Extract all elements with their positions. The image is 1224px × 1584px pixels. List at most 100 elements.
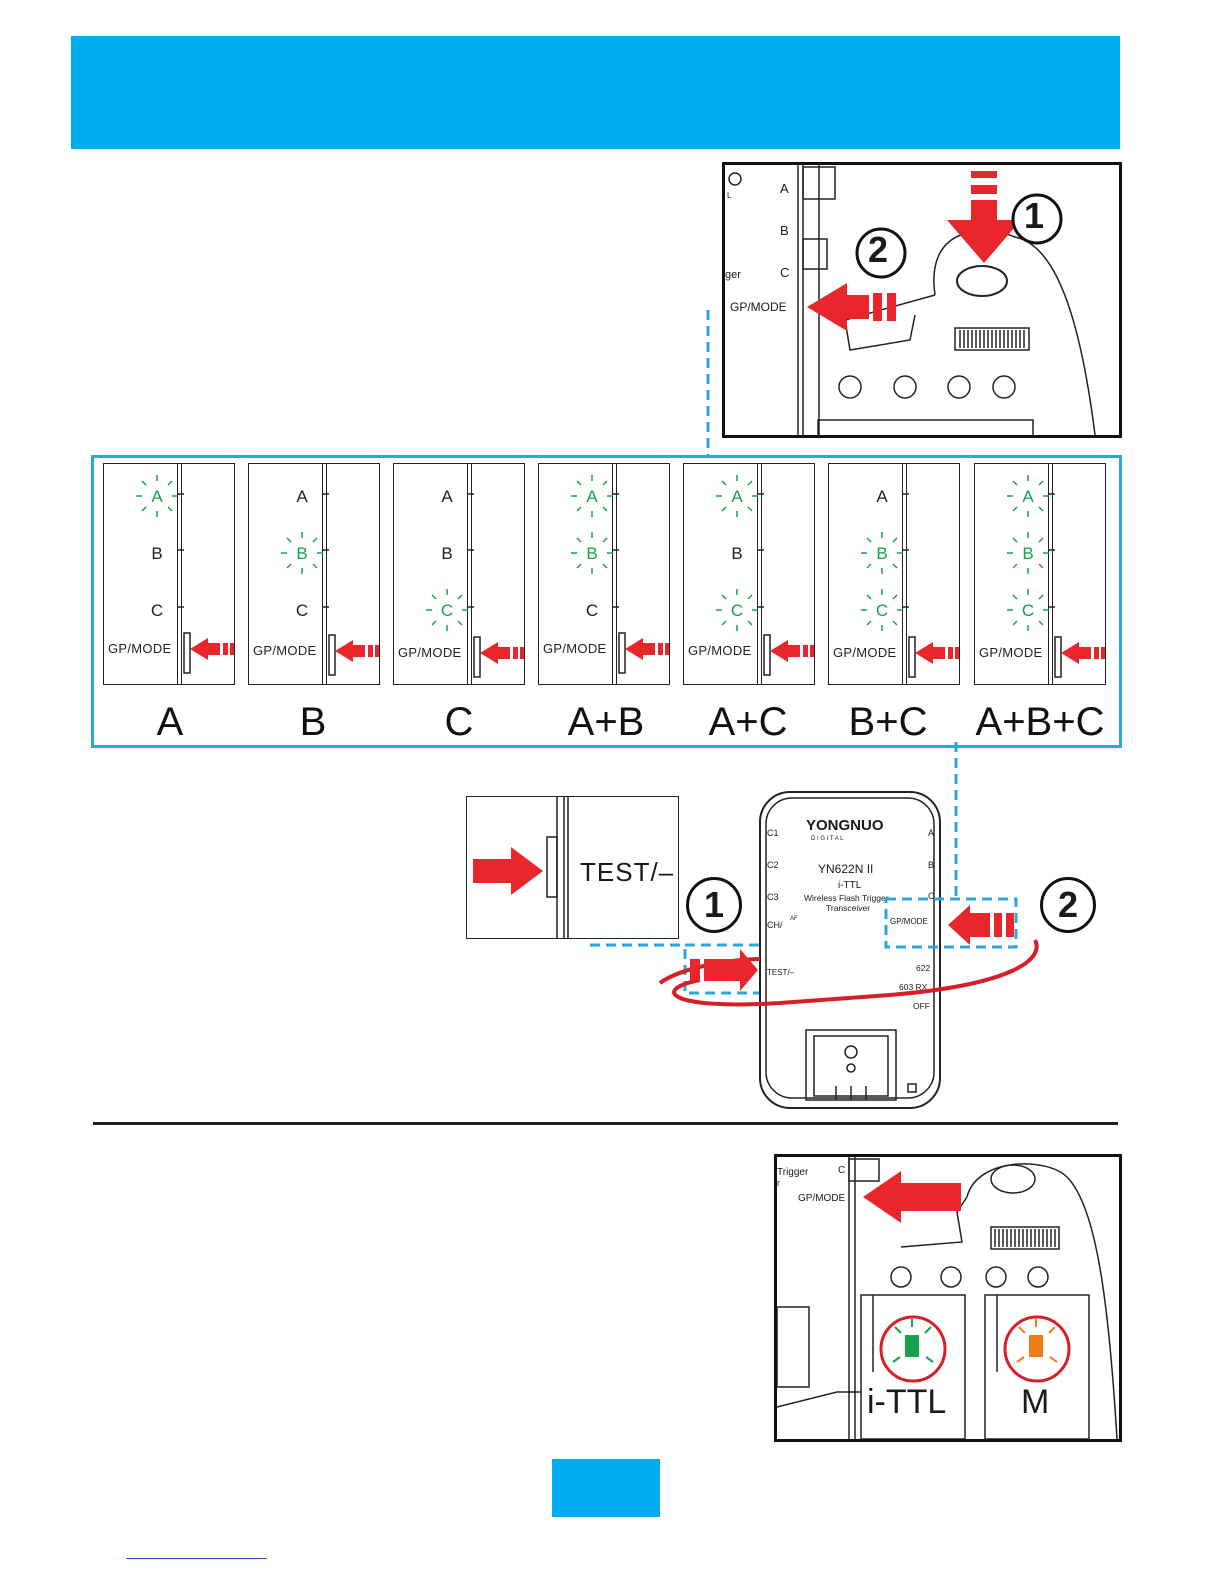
arrow-left-bottom-icon bbox=[863, 1171, 961, 1223]
gp-mode-label: GP/MODE bbox=[398, 645, 462, 660]
arrow-right-icon bbox=[473, 847, 543, 895]
arrow-left-icon bbox=[625, 638, 669, 660]
channel-b-lit: B bbox=[876, 544, 888, 563]
channel-c-lit: C bbox=[875, 601, 889, 620]
channel-a: A bbox=[876, 487, 888, 506]
device-edge bbox=[322, 464, 327, 684]
device-brand-sub: D I G I T A L bbox=[811, 836, 844, 842]
device-overlay bbox=[658, 897, 1039, 1007]
glow-icon bbox=[861, 532, 903, 574]
bottom-c: C bbox=[838, 1165, 846, 1176]
device-sub3: Transceiver bbox=[826, 903, 871, 913]
mode-m-label: M bbox=[1021, 1383, 1050, 1421]
device-body bbox=[759, 791, 941, 1109]
glow-icon bbox=[861, 589, 903, 631]
channel-c-lit: C bbox=[1021, 601, 1035, 620]
glow-icon bbox=[1007, 475, 1049, 517]
channel-a-lit: A bbox=[731, 487, 743, 506]
mode-ittl-label: i-TTL bbox=[867, 1383, 947, 1421]
channel-a: A bbox=[296, 487, 308, 506]
device-switch-off[interactable]: OFF bbox=[913, 1001, 930, 1011]
step-2-number: 2 bbox=[868, 229, 889, 270]
channel-b: B bbox=[731, 544, 743, 563]
device-b: B bbox=[928, 860, 935, 870]
channel-c: C bbox=[295, 601, 309, 620]
step-2-badge bbox=[855, 227, 907, 279]
arrow-left-icon bbox=[1061, 642, 1105, 664]
device-gp-mode-button[interactable]: GP/MODE bbox=[890, 917, 928, 926]
gp-mode-label: GP/MODE bbox=[253, 643, 317, 658]
channel-b-lit: B bbox=[586, 544, 598, 563]
barcode-icon-bottom bbox=[990, 1226, 1060, 1250]
device-edge bbox=[612, 464, 617, 684]
bottom-zoom-illustration bbox=[777, 1157, 1118, 1439]
device-switch-622[interactable]: 622 bbox=[916, 963, 931, 973]
device-af: AF bbox=[790, 916, 798, 922]
glow-icon bbox=[571, 475, 613, 517]
step-1-badge bbox=[1011, 193, 1063, 245]
combo-label-a-c: A+C bbox=[708, 700, 788, 744]
strip-ticks bbox=[322, 493, 379, 676]
combo-label-b: B bbox=[299, 700, 327, 744]
glow-icon bbox=[281, 532, 323, 574]
channel-a-lit: A bbox=[151, 487, 163, 506]
bottom-zoom-panel: Trigger r C GP/MODE i-TTL M bbox=[774, 1154, 1122, 1442]
page-number-box bbox=[552, 1459, 660, 1517]
device-ch: CH/ bbox=[767, 920, 783, 930]
label-c: C bbox=[780, 265, 790, 280]
glow-icon bbox=[716, 589, 758, 631]
channel-c-lit: C bbox=[440, 601, 454, 620]
test-zoom-panel: TEST/– bbox=[466, 796, 679, 939]
channel-c: C bbox=[150, 601, 164, 620]
device-edge bbox=[467, 464, 472, 684]
connector-dashed-1 bbox=[706, 310, 710, 458]
header-bar bbox=[71, 36, 1120, 149]
label-b: B bbox=[780, 223, 789, 238]
channel-b-lit: B bbox=[1022, 544, 1034, 563]
device-sub1: i-TTL bbox=[838, 880, 862, 891]
device-edge bbox=[902, 464, 907, 684]
device-switch-603rx[interactable]: 603 RX bbox=[899, 982, 928, 992]
channel-a: A bbox=[441, 487, 453, 506]
test-zoom-label: TEST/– bbox=[580, 857, 675, 887]
device-step-1-number: 1 bbox=[703, 884, 725, 925]
barcode-icon bbox=[954, 327, 1030, 351]
device-step-1-badge: 1 bbox=[686, 877, 742, 933]
arrow-left-icon bbox=[915, 642, 959, 664]
strip-ticks bbox=[902, 493, 959, 678]
bottom-gp-mode: GP/MODE bbox=[798, 1193, 846, 1204]
strip-ticks bbox=[467, 493, 524, 678]
gp-mode-label: GP/MODE bbox=[543, 641, 607, 656]
led-green-icon bbox=[879, 1315, 947, 1383]
channel-b: B bbox=[151, 544, 163, 563]
device-edge bbox=[177, 464, 182, 684]
combo-label-a: A bbox=[156, 700, 184, 744]
strip-ticks bbox=[612, 493, 669, 674]
label-gp-mode: GP/MODE bbox=[730, 300, 787, 314]
device-sub2: Wireless Flash Trigger bbox=[804, 893, 889, 903]
arrow-left-icon bbox=[807, 283, 896, 331]
arrow-left-icon bbox=[770, 640, 814, 662]
bottom-trigger: Trigger bbox=[777, 1167, 809, 1178]
device-c3: C3 bbox=[767, 892, 779, 902]
device-model: YN622N II bbox=[818, 862, 874, 876]
glow-icon bbox=[426, 589, 468, 631]
combo-label-a-b-c: A+B+C bbox=[975, 700, 1105, 744]
device-edge bbox=[757, 464, 762, 684]
channel-b-lit: B bbox=[296, 544, 308, 563]
section-divider bbox=[93, 1122, 1118, 1125]
device-c: C bbox=[928, 891, 935, 901]
channel-a-lit: A bbox=[586, 487, 598, 506]
label-a: A bbox=[780, 181, 789, 196]
glow-icon bbox=[1007, 532, 1049, 574]
arrow-left-icon bbox=[335, 640, 379, 662]
device-c2: C2 bbox=[767, 860, 779, 870]
footer-link-line bbox=[126, 1558, 267, 1559]
channel-a-lit: A bbox=[1022, 487, 1034, 506]
gp-mode-label: GP/MODE bbox=[108, 641, 172, 656]
device-test-button[interactable]: TEST/– bbox=[767, 968, 795, 977]
